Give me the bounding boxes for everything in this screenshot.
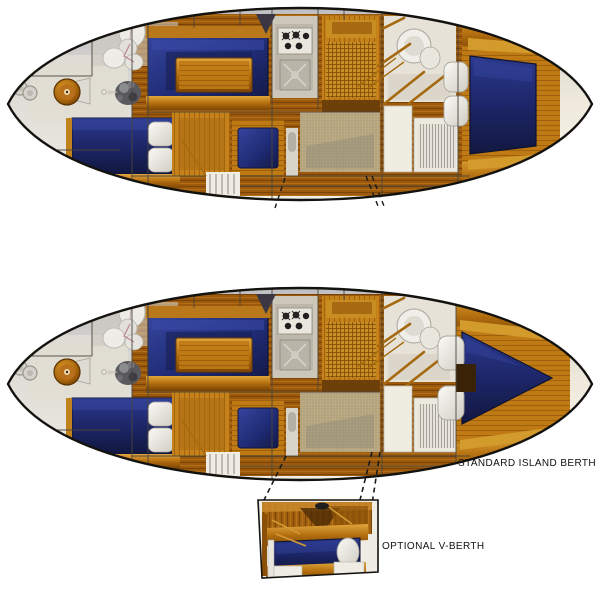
forward-berth	[469, 55, 537, 155]
nav-grate	[326, 322, 376, 378]
berth-pillow	[437, 385, 465, 421]
louvre-vent	[418, 124, 456, 168]
saloon-settee	[147, 35, 269, 99]
deck-panel-lines	[8, 288, 535, 480]
berth-pillow	[147, 427, 175, 453]
galley-stove	[277, 27, 313, 55]
nav-station	[322, 16, 380, 114]
companionway	[300, 392, 380, 452]
deck-panel-lines	[8, 8, 535, 200]
inset-fitting	[315, 502, 329, 510]
lower-callout-strokes	[181, 337, 405, 457]
upper-callout-strokes	[181, 57, 405, 177]
settee-backrest-top	[146, 306, 270, 318]
label-standard-island-berth: STANDARD ISLAND BERTH	[458, 458, 597, 469]
nav-station	[322, 296, 380, 394]
forward-lockers	[383, 385, 459, 453]
lower-joinery	[172, 112, 298, 176]
inset-drawer	[333, 561, 365, 578]
berth-pillow	[437, 335, 465, 371]
engine-cluster	[101, 361, 141, 385]
inset-outline	[257, 499, 379, 579]
hull-outline-upper	[6, 6, 594, 202]
berth-pillow	[443, 95, 469, 127]
nav-seat	[322, 380, 380, 394]
inset-bulkhead	[300, 508, 340, 534]
nav-seat	[322, 100, 380, 114]
inset-post	[262, 514, 267, 576]
berth-pillow	[147, 147, 175, 173]
mast-step	[256, 14, 276, 34]
galley	[272, 16, 318, 98]
companionway	[300, 112, 380, 172]
companion-ladder	[206, 452, 240, 476]
engine-cluster	[101, 81, 141, 105]
plan-view-upper	[6, 6, 594, 209]
nav-seat-cushion	[237, 127, 279, 169]
berth-pillow	[147, 121, 175, 147]
mast-step	[256, 294, 276, 314]
lower-joinery	[172, 392, 298, 456]
settee-backrest-top	[146, 26, 270, 38]
nav-grate	[326, 42, 376, 98]
hull-outline-lower	[6, 286, 594, 482]
forward-cabin	[437, 294, 570, 476]
settee-base	[146, 376, 270, 390]
head-toilet	[419, 46, 441, 70]
optional-v-berth-inset	[257, 499, 379, 579]
head-compartment	[376, 16, 456, 114]
helm-wheel	[53, 357, 91, 386]
head-toilet	[419, 326, 441, 350]
saloon-settee	[147, 315, 269, 379]
galley-stove	[277, 307, 313, 335]
label-optional-v-berth: OPTIONAL V-BERTH	[382, 541, 485, 552]
passage-carpet	[300, 392, 380, 452]
berth-pillow	[443, 61, 469, 93]
settee-base	[146, 96, 270, 110]
helm-wheel	[53, 77, 91, 106]
berth-pillow	[147, 401, 175, 427]
galley	[272, 296, 318, 378]
forward-lockers	[383, 105, 459, 173]
companion-ladder	[206, 172, 240, 196]
plan-view-lower	[6, 286, 594, 482]
passage-carpet	[300, 112, 380, 172]
inset-leader-lines	[263, 451, 381, 505]
nav-seat-cushion	[237, 407, 279, 449]
